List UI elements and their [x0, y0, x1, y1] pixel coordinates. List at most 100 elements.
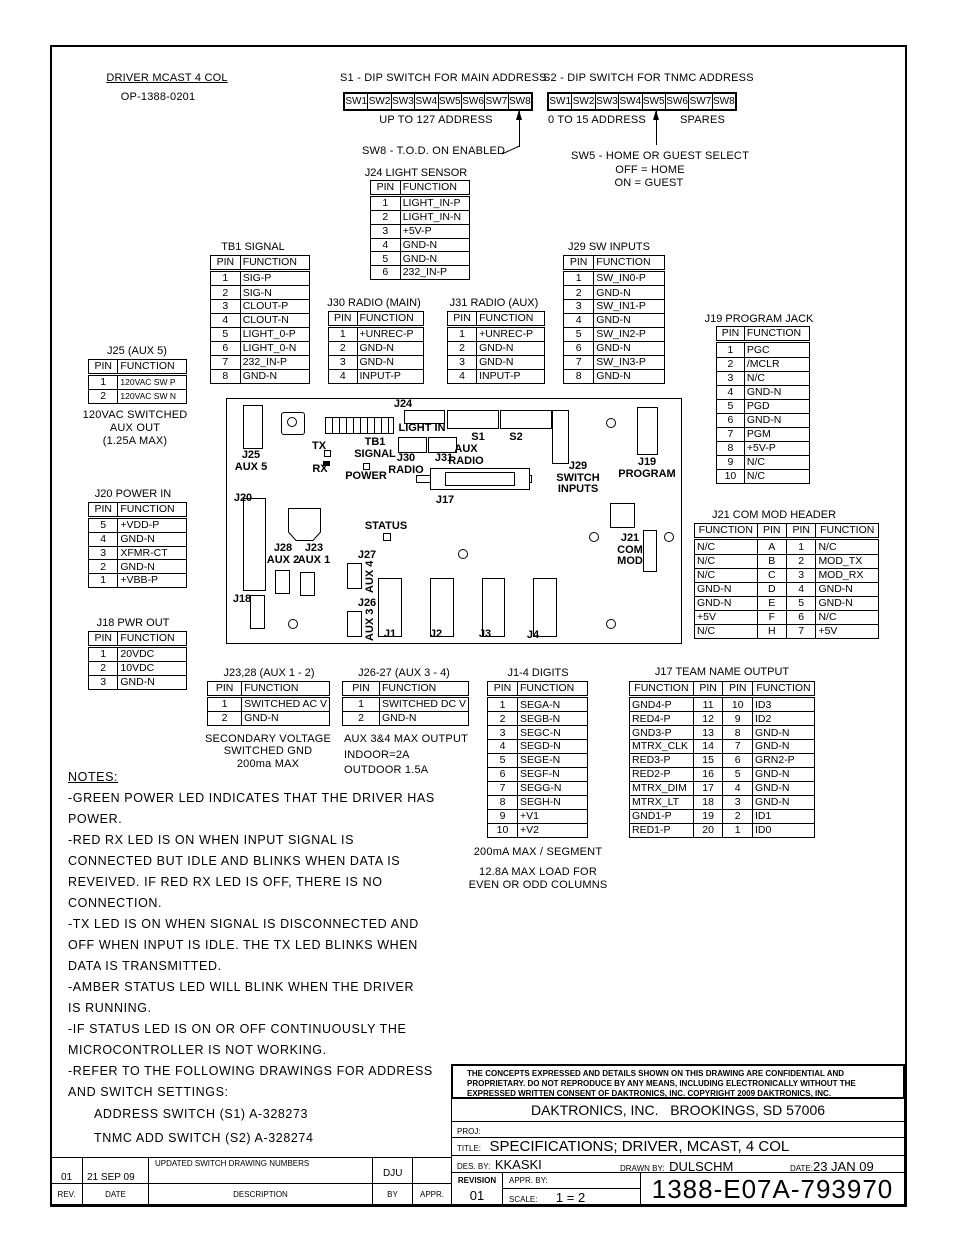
- confidential-line: EXPRESSED WRITTEN CONSENT OF DAKTRONICS,…: [467, 1089, 832, 1098]
- tb1-terminal: [325, 417, 394, 434]
- board-label-j23: J23 AUX 1: [297, 542, 331, 566]
- j14-note: 12.8A MAX LOAD FOR: [479, 866, 597, 878]
- pot-knob: [287, 417, 297, 427]
- table-cell: MTRX_LT: [629, 795, 694, 811]
- column-header: FUNCTION: [239, 254, 311, 273]
- table-row: 8+5V-P: [716, 440, 811, 456]
- dip-switch-position: SW1: [549, 94, 573, 109]
- board-label-j1: J1: [383, 628, 397, 640]
- table-cell: GND-N: [752, 795, 815, 811]
- j27-connector: [347, 563, 362, 589]
- table-cell: N/C: [694, 567, 758, 583]
- board-label-light-in: LIGHT IN: [398, 422, 446, 434]
- j29-title: J29 SW INPUTS: [568, 241, 650, 253]
- j25-note: 120VAC SWITCHED: [82, 409, 188, 421]
- table-cell: 7: [562, 355, 595, 370]
- table-cell: GND-N: [815, 581, 879, 597]
- column-header: PIN: [446, 310, 478, 329]
- table-cell: 6: [562, 341, 595, 356]
- table-cell: 2: [722, 809, 754, 824]
- column-header: PIN: [722, 680, 754, 699]
- board-label-power: POWER: [345, 470, 387, 482]
- table-row: 2/MCLR: [716, 356, 811, 372]
- column-header: FUNCTION: [476, 310, 545, 329]
- table-cell: 1: [328, 326, 358, 343]
- table-row: 9+V1: [487, 809, 588, 824]
- table-cell: PGC: [743, 341, 811, 358]
- table-cell: 5: [716, 398, 745, 414]
- revision-value: 01: [469, 1188, 485, 1203]
- table-cell: 9: [716, 454, 745, 470]
- board-label-j2: J2: [429, 628, 443, 640]
- table-cell: N/C: [815, 538, 879, 555]
- board-label-tx: TX: [311, 440, 327, 452]
- note-line: -IF STATUS LED IS ON OR OFF CONTINUOUSLY…: [68, 1022, 407, 1036]
- table-cell: GND-N: [239, 368, 311, 385]
- j2328-note: SECONDARY VOLTAGE: [204, 733, 332, 745]
- dip-switch-position: SW8: [508, 96, 531, 107]
- table-row: 1+VBB-P: [87, 573, 187, 588]
- scale-label: SCALE:: [509, 1195, 538, 1204]
- j3-connector: [482, 578, 505, 637]
- table-cell: GND-N: [593, 368, 665, 385]
- j21-title: J21 COM MOD HEADER: [711, 509, 837, 521]
- s1-leader-line: [501, 140, 520, 155]
- table-cell: 4: [328, 369, 358, 384]
- j2328-note: 200ma MAX: [236, 758, 300, 770]
- mounting-hole: [606, 418, 616, 428]
- note-line: OFF WHEN INPUT IS IDLE. THE TX LED BLINK…: [68, 938, 418, 952]
- table-cell: 2: [206, 711, 243, 726]
- table-cell: 1: [446, 326, 478, 343]
- table-cell: 232_IN-P: [239, 355, 311, 370]
- table-cell: 2: [716, 356, 745, 372]
- table-cell: GND-N: [694, 581, 758, 597]
- column-header: FUNCTION: [241, 680, 330, 699]
- table-cell: E: [756, 595, 788, 611]
- j2627-title: J26-27 (AUX 3 - 4): [358, 667, 450, 679]
- part-number: OP-1388-0201: [120, 91, 196, 103]
- table-cell: 4: [785, 581, 817, 597]
- dip-switch-position: SW7: [689, 94, 713, 109]
- board-label-s2: S2: [509, 431, 523, 443]
- j2627-note: INDOOR=2A: [344, 749, 410, 761]
- table-cell: RED4-P: [629, 711, 694, 727]
- j24-connector: [404, 410, 445, 424]
- table-cell: GND-N: [379, 711, 469, 726]
- note-line: ADDRESS SWITCH (S1) A-328273: [94, 1107, 309, 1121]
- note-line: DATA IS TRANSMITTED.: [68, 959, 222, 973]
- title-row: TITLE: SPECIFICATIONS; DRIVER, MCAST, 4 …: [451, 1137, 905, 1156]
- date-header: DATE: [82, 1183, 149, 1205]
- table-cell: 2: [87, 559, 119, 575]
- dip-switch-position: SW4: [415, 94, 439, 109]
- table-cell: 7: [716, 426, 745, 442]
- table-cell: 3: [87, 675, 119, 690]
- column-header: PIN: [342, 680, 380, 699]
